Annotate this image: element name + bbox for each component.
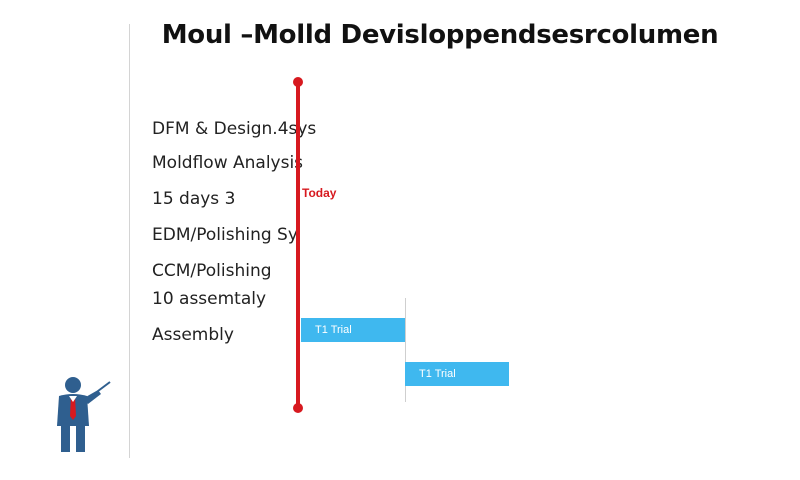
trial-bar-2-label: T1 Trial	[419, 368, 456, 380]
trial-bar-1-label: T1 Trial	[315, 324, 352, 336]
today-marker-bottom-dot	[293, 403, 303, 413]
task-label-moldflow-analysis: Moldflow Analysis	[152, 153, 304, 173]
task-label-ccm-polishing: CCM/Polishing	[152, 261, 272, 281]
today-marker-top-dot	[293, 77, 303, 87]
today-label: Today	[302, 186, 337, 200]
task-label-15-days: 15 days 3	[152, 189, 236, 209]
task-label-edm-polishing: EDM/Polishing Sy	[152, 225, 298, 245]
trial-divider	[405, 298, 406, 402]
trial-bar-2: T1 Trial	[405, 362, 509, 386]
page-title: Moul –Molld Devisloppendsesrcolumen	[161, 20, 719, 50]
left-divider	[129, 24, 130, 458]
task-label-dfm-design: DFM & Design.4sys	[152, 119, 317, 139]
presenter-pointing-icon	[57, 377, 111, 452]
today-marker-line	[296, 82, 300, 408]
task-label-assembly: Assembly	[152, 325, 234, 345]
trial-bar-1: T1 Trial	[301, 318, 405, 342]
task-label-assembly-time: 10 assemtaly	[152, 289, 267, 309]
